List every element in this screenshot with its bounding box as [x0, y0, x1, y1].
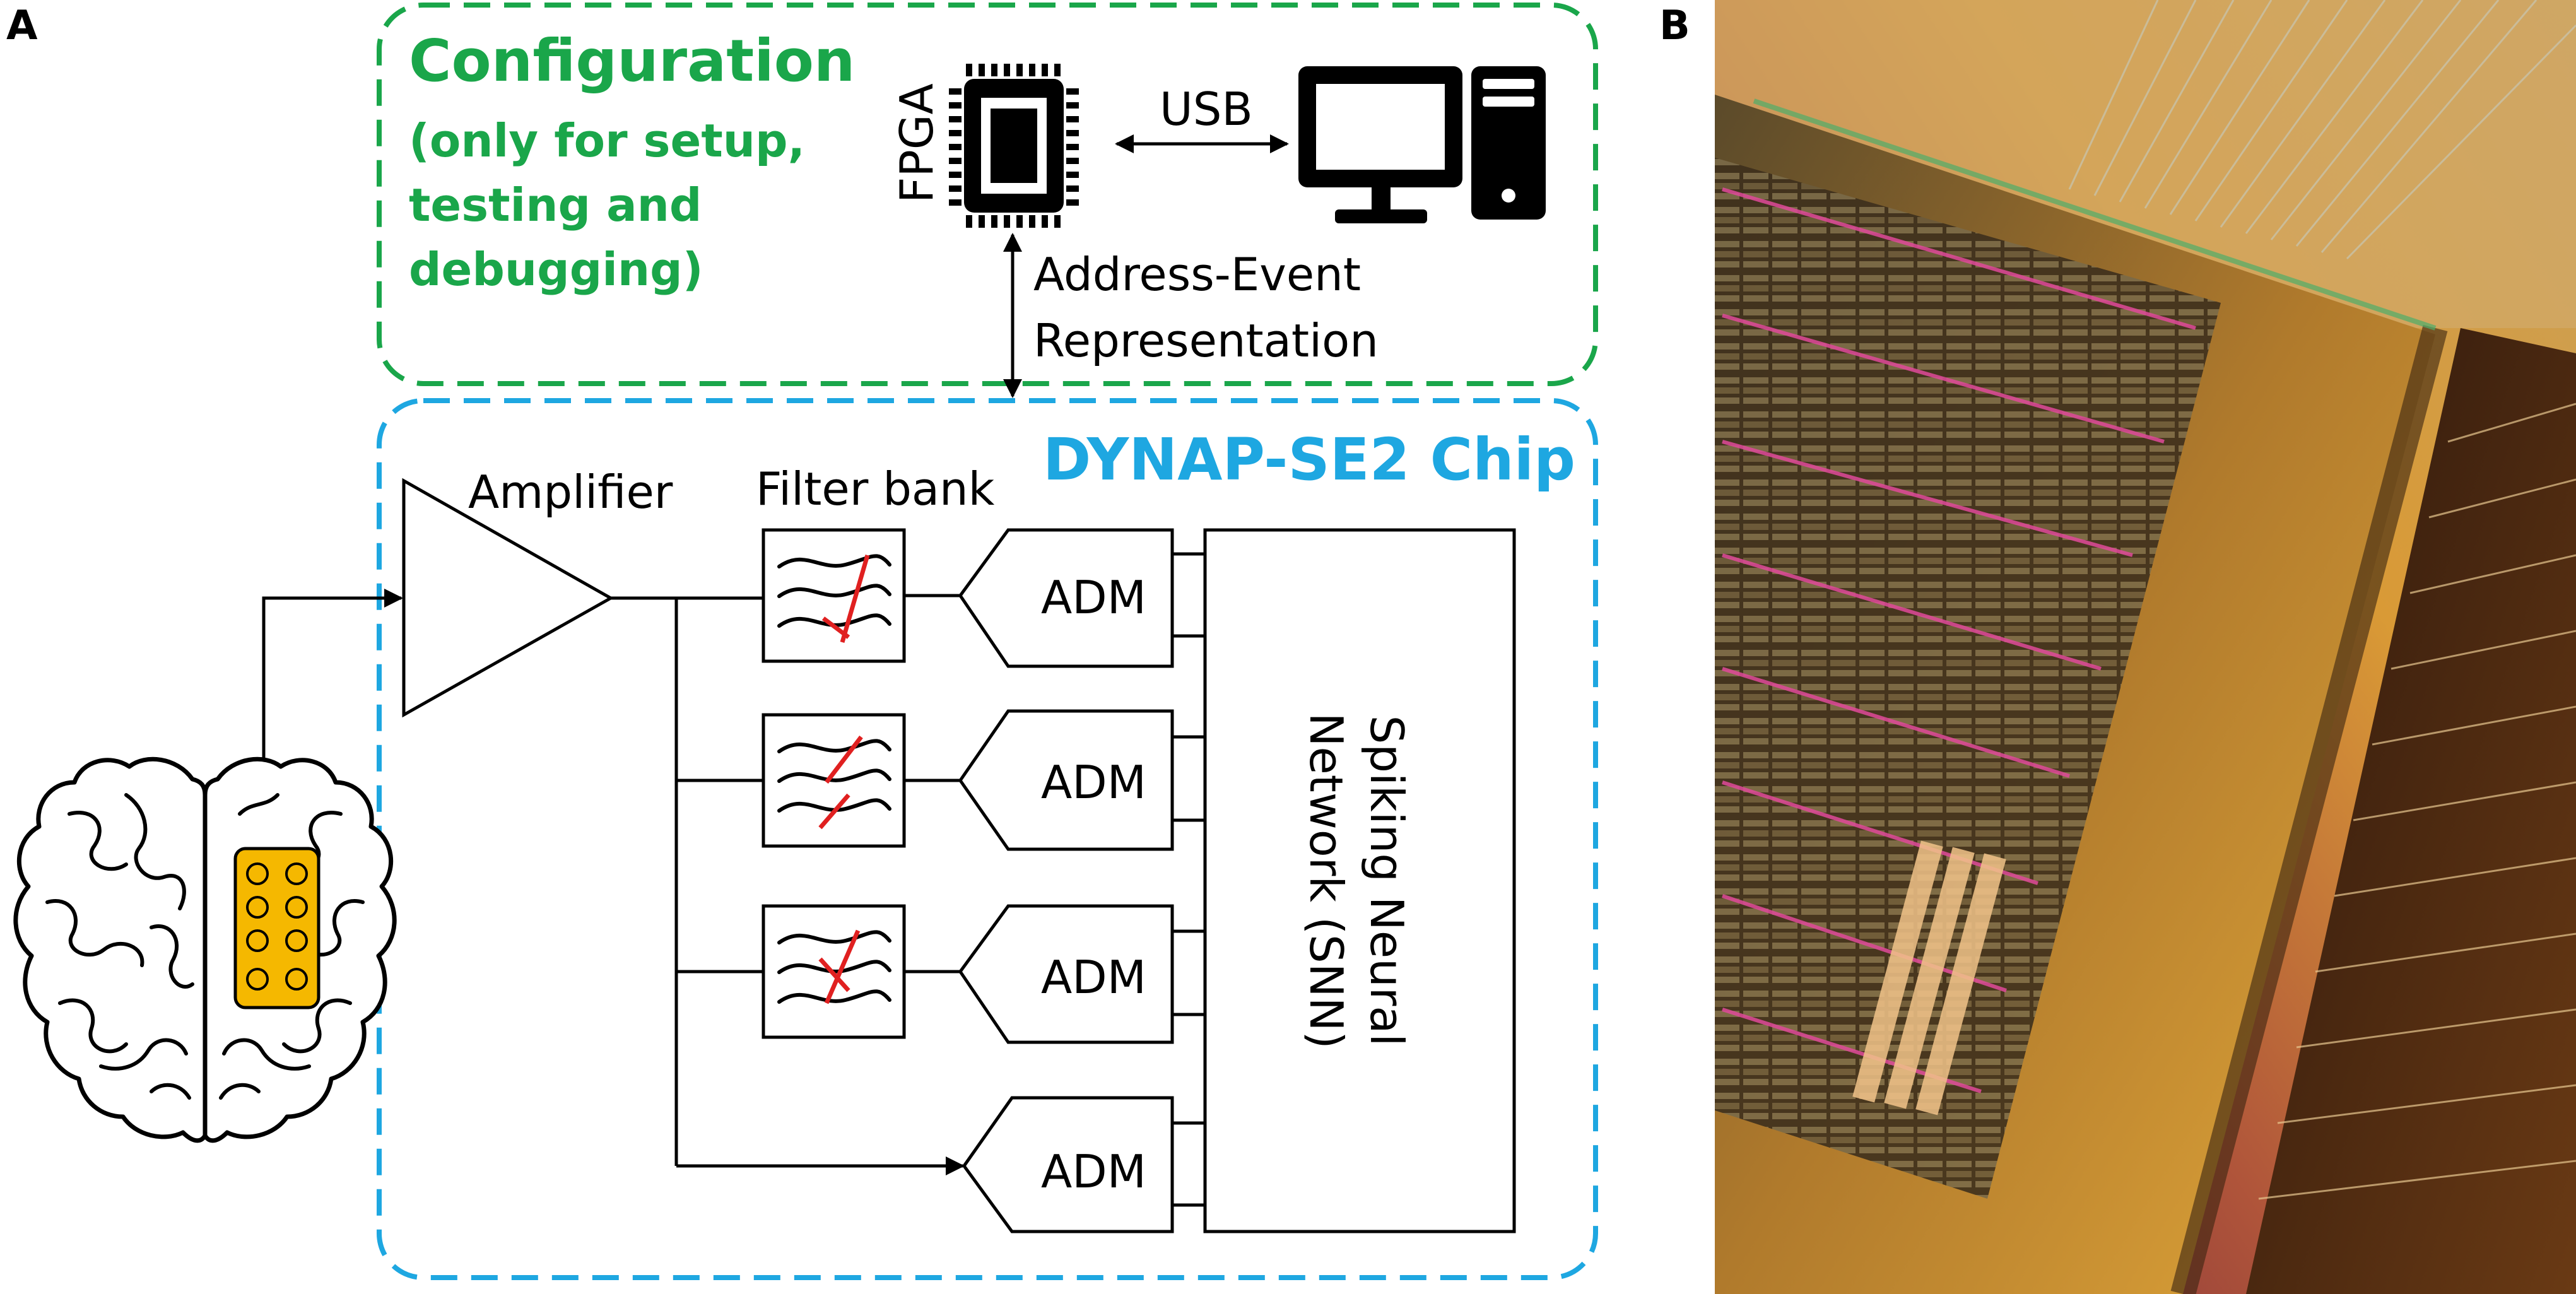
usb-label: USB [1160, 83, 1253, 136]
configuration-note-line-1: (only for setup, [409, 114, 805, 167]
amplifier [402, 478, 615, 718]
adm-label: ADM [1041, 571, 1146, 624]
adm-block: ADM [958, 709, 1174, 851]
brain-icon [13, 756, 397, 1143]
bandpass-filter-icon [762, 713, 906, 848]
aer-label-line-1: Address-Event [1033, 248, 1361, 301]
chip-micrograph-photo [1715, 0, 2576, 1294]
snn-label-line-1: Spiking Neural [1360, 715, 1413, 1047]
computer-monitor-icon [1298, 66, 1462, 223]
filter-bank-label: Filter bank [756, 462, 995, 515]
adm-label: ADM [1041, 951, 1146, 1004]
configuration-title: Configuration [409, 27, 855, 95]
electrode-grid-icon [233, 847, 321, 1009]
adm-block: ADM [958, 904, 1174, 1044]
configuration-box [377, 3, 1598, 386]
panel-label-b: B [1659, 3, 1690, 49]
fpga-chip-icon [949, 64, 1079, 228]
adm-snn-connections [1172, 552, 1205, 1207]
bandpass-filter-icon [762, 528, 906, 663]
configuration-note-line-2: testing and [409, 179, 702, 232]
amplifier-label: Amplifier [468, 466, 673, 519]
snn-block [1203, 528, 1516, 1233]
aer-label-line-2: Representation [1033, 314, 1379, 367]
adm-block: ADM [962, 1096, 1174, 1233]
adm-label: ADM [1041, 1145, 1146, 1198]
fpga-label: FPGA [890, 83, 943, 203]
chip-title: DYNAP-SE2 Chip [1043, 426, 1575, 493]
bandpass-filter-icon [762, 904, 906, 1039]
configuration-note-line-3: debugging) [409, 243, 703, 296]
snn-label: Spiking Neural Network (SNN) [1300, 712, 1413, 1049]
computer-tower-icon [1471, 66, 1546, 220]
adm-label: ADM [1041, 756, 1146, 809]
adm-block: ADM [958, 528, 1174, 668]
panel-label-a: A [6, 3, 38, 49]
snn-label-line-2: Network (SNN) [1300, 712, 1353, 1049]
